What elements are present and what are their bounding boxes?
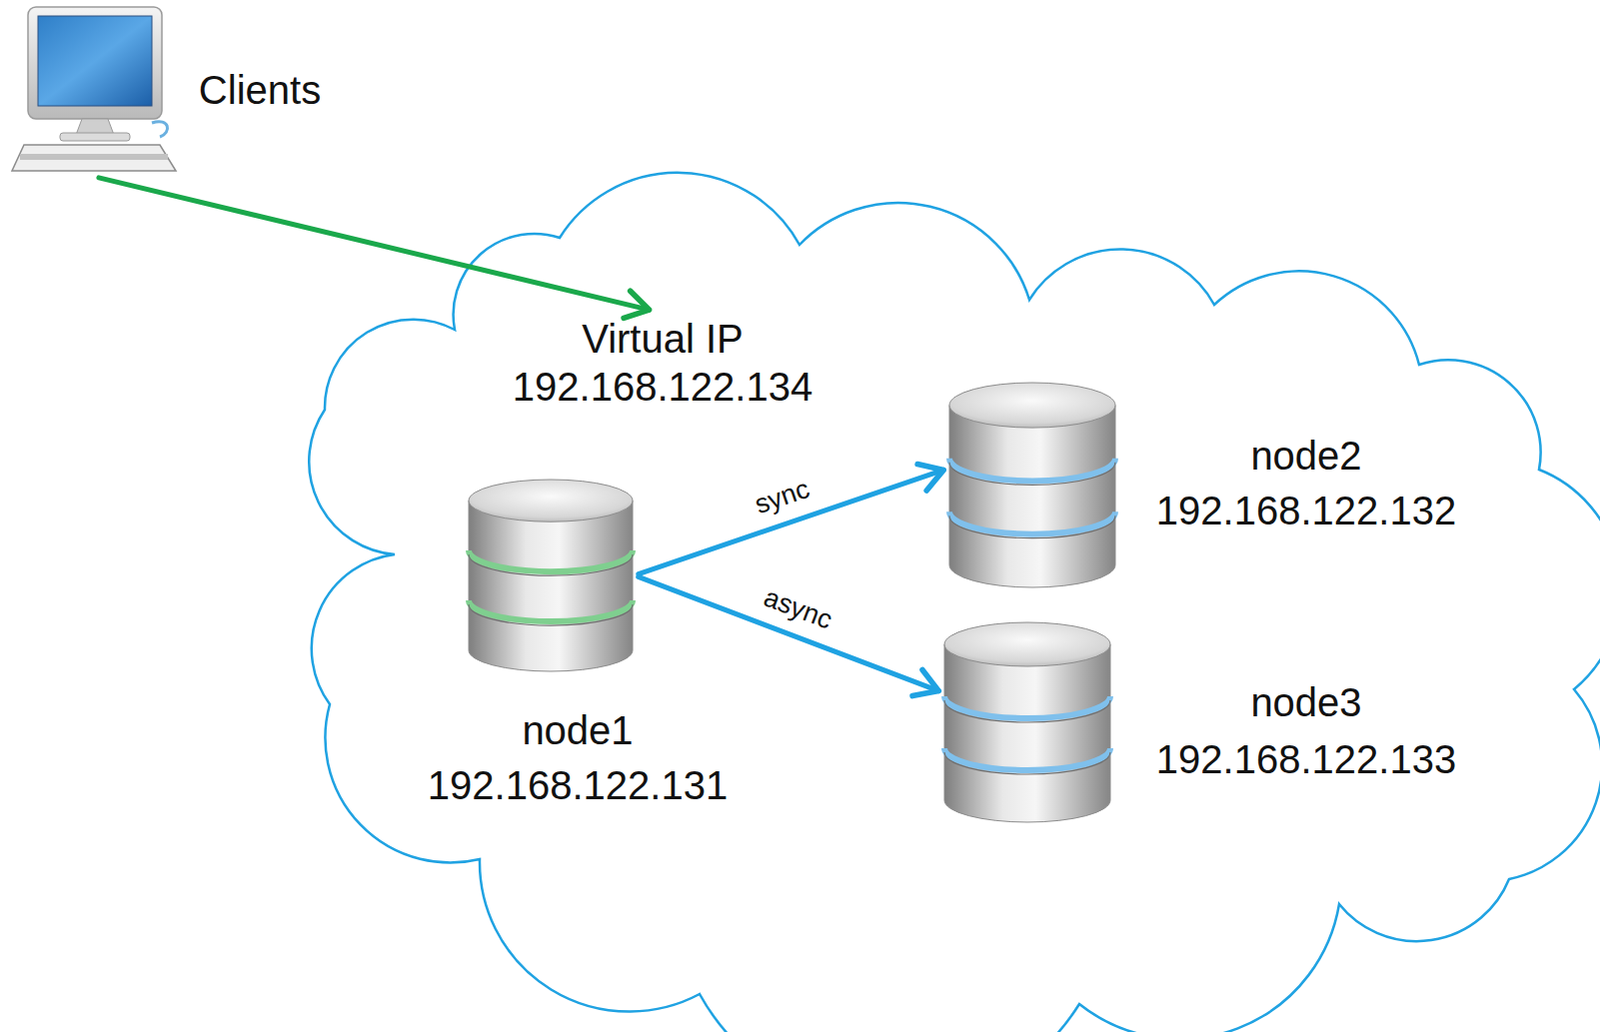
- ip-address: 192.168.122.132: [1156, 486, 1457, 535]
- node-title: node3: [1250, 678, 1362, 727]
- database-node: node1192.168.122.131: [466, 479, 635, 672]
- database-icon: [947, 382, 1118, 588]
- client-computer: Clients: [9, 4, 180, 177]
- computer-icon: [9, 4, 180, 177]
- replication-arrow: [98, 177, 650, 310]
- database-node: node2192.168.122.132: [947, 382, 1118, 588]
- node-title: Virtual IP: [512, 314, 813, 363]
- database-node: node3192.168.122.133: [942, 622, 1113, 823]
- ip-address: 192.168.122.134: [512, 362, 813, 411]
- database-icon: [942, 622, 1113, 823]
- replication-arrow: [638, 469, 944, 574]
- node-title: node2: [1250, 431, 1362, 480]
- cloud-outline: [308, 172, 1600, 1032]
- node-title: Clients: [198, 65, 321, 114]
- ip-address: 192.168.122.133: [1156, 735, 1457, 784]
- replication-arrow: [638, 576, 940, 691]
- database-icon: [466, 479, 635, 672]
- node-title: node1: [521, 706, 633, 755]
- virtual-ip: Virtual IP192.168.122.134: [502, 310, 823, 415]
- ip-address: 192.168.122.131: [427, 761, 728, 810]
